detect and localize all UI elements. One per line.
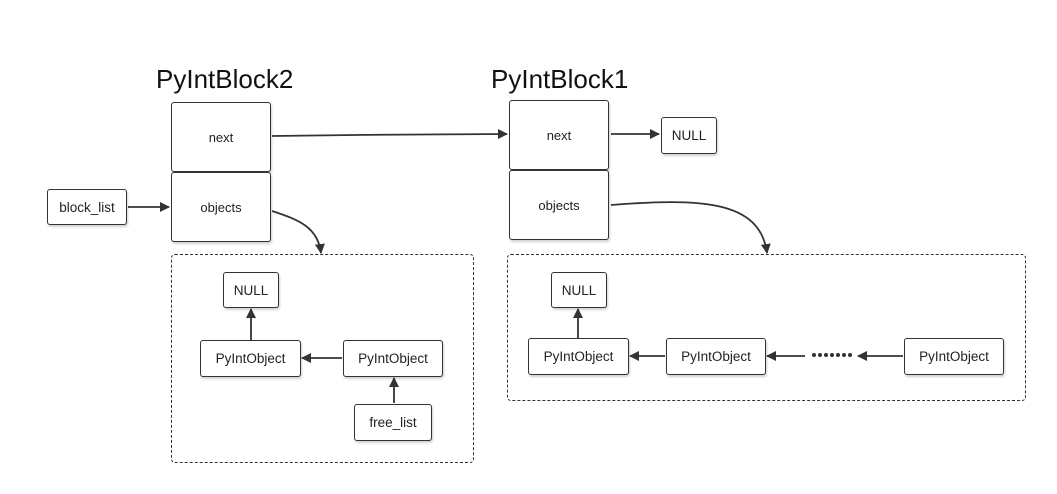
block1-next-cell: next bbox=[509, 100, 609, 170]
block1-objects-region bbox=[507, 254, 1026, 401]
arrow-block2-next-to-block1 bbox=[271, 129, 508, 140]
block2-objects-region bbox=[171, 254, 474, 463]
block1-pyintobject-a: PyIntObject bbox=[528, 338, 629, 375]
block1-null: NULL bbox=[551, 272, 607, 308]
block2-next-cell: next bbox=[171, 102, 271, 172]
ellipsis-dots bbox=[812, 353, 852, 357]
free-list-box: free_list bbox=[354, 404, 432, 441]
block2-null: NULL bbox=[223, 272, 279, 308]
block2-pyintobject-b: PyIntObject bbox=[343, 340, 443, 377]
pyintblock2-title: PyIntBlock2 bbox=[156, 64, 294, 94]
block1-pyintobject-b: PyIntObject bbox=[666, 338, 766, 375]
block1-pyintobject-last: PyIntObject bbox=[904, 338, 1004, 375]
block2-objects-cell: objects bbox=[171, 172, 271, 242]
block1-next-null: NULL bbox=[661, 117, 717, 154]
block2-pyintobject-a: PyIntObject bbox=[200, 340, 301, 377]
arrow-block2-objects-to-region bbox=[271, 210, 325, 254]
block-list-box: block_list bbox=[47, 189, 127, 225]
pyintblock1-title: PyIntBlock1 bbox=[491, 64, 629, 94]
block1-objects-cell: objects bbox=[509, 170, 609, 240]
arrow-block1-objects-to-region bbox=[610, 201, 771, 254]
